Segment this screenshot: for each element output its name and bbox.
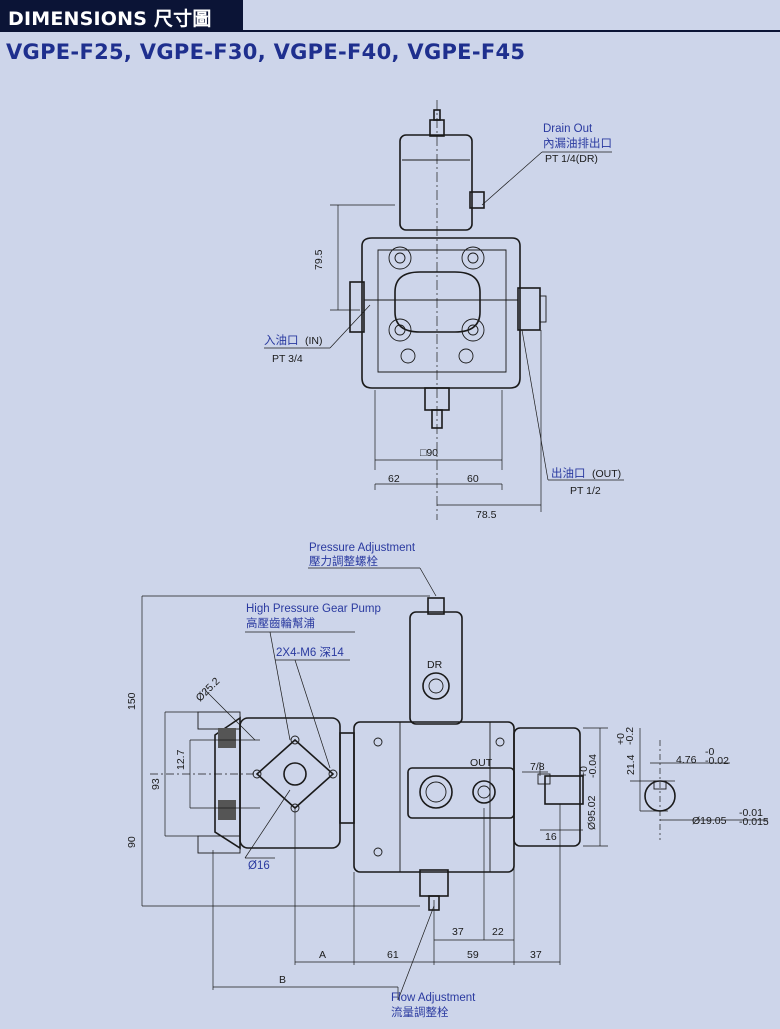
inlet-label-tag: (IN): [305, 335, 323, 347]
dim-90: 90: [126, 836, 138, 848]
dim-62: 62: [388, 473, 400, 485]
flow-adjustment-en: Flow Adjustment: [391, 992, 476, 1004]
top-view-dimensions: [264, 151, 624, 512]
gear-pump-en: High Pressure Gear Pump: [246, 603, 381, 615]
dim-square-90: □90: [420, 447, 438, 459]
flow-adjustment-zh: 流量調整栓: [391, 1005, 449, 1019]
dim-12-7: 12.7: [175, 749, 187, 770]
inlet-thread: PT 3/4: [272, 353, 303, 365]
gear-pump-zh: 高壓齒輪幫浦: [246, 616, 315, 630]
dim-a: A: [319, 949, 326, 961]
dim-93: 93: [150, 778, 162, 790]
dim-21-4-tol-bottom: -0.2: [624, 727, 636, 745]
dim-78-5: 78.5: [476, 509, 497, 521]
drain-thread: PT 1/4(DR): [545, 153, 598, 165]
out-tag: OUT: [470, 757, 493, 769]
drain-label-en: Drain Out: [543, 123, 593, 135]
dim-59: 59: [467, 949, 479, 961]
dim-b: B: [279, 974, 286, 986]
dim-shaft-diameter: Ø95.02: [586, 795, 598, 830]
page-title: DIMENSIONS 尺寸圖: [8, 8, 212, 30]
dim-phi-19-05-tol-bottom: -0.015: [739, 816, 769, 828]
pressure-adjustment-en: Pressure Adjustment: [309, 542, 416, 554]
top-view-labels: Drain Out 內漏油排出口 PT 1/4(DR) 79.5 入油口 (IN…: [264, 123, 621, 521]
dim-7-8: 7/8: [530, 761, 545, 773]
dim-shaft-tol-bottom: -0.04: [587, 754, 599, 778]
dim-phi-19-05-tol-top: -0.01: [739, 807, 763, 819]
dim-37-top: 37: [452, 926, 464, 938]
dim-61: 61: [387, 949, 399, 961]
dim-phi-19-05: Ø19.05: [692, 815, 727, 827]
top-view-pump: [349, 100, 547, 520]
outlet-label-tag: (OUT): [592, 468, 621, 480]
dim-79-5: 79.5: [313, 249, 325, 270]
dim-phi-25-2: Ø25.2: [194, 675, 223, 704]
dim-21-4-tol-top: +0: [615, 733, 627, 745]
dim-4-76: 4.76: [676, 754, 697, 766]
dim-shaft-tol-top: +0: [578, 766, 590, 778]
dim-150: 150: [126, 692, 138, 710]
inlet-label-zh: 入油口: [264, 333, 299, 347]
dr-tag: DR: [427, 659, 443, 671]
dim-16: 16: [545, 831, 557, 843]
dim-phi-16: Ø16: [248, 860, 270, 872]
model-list: VGPE-F25, VGPE-F30, VGPE-F40, VGPE-F45: [6, 40, 526, 64]
side-view-pump: [197, 597, 676, 911]
header-rule: [0, 30, 780, 32]
dim-37-bottom: 37: [530, 949, 542, 961]
dim-22: 22: [492, 926, 504, 938]
dim-21-4: 21.4: [625, 754, 637, 775]
side-view-dimension-lines: [141, 567, 768, 1001]
outlet-label-zh: 出油口: [551, 466, 586, 480]
pressure-adjustment-zh: 壓力調整螺栓: [309, 554, 378, 568]
dim-4-76-tol-top: -0: [705, 746, 714, 758]
dim-4-76-tol-bottom: -0.02: [705, 755, 729, 767]
header-bar: DIMENSIONS 尺寸圖: [0, 0, 243, 30]
dim-60: 60: [467, 473, 479, 485]
bolt-spec: 2X4-M6 深14: [276, 645, 344, 659]
drain-label-zh: 內漏油排出口: [543, 136, 612, 150]
outlet-thread: PT 1/2: [570, 485, 601, 497]
